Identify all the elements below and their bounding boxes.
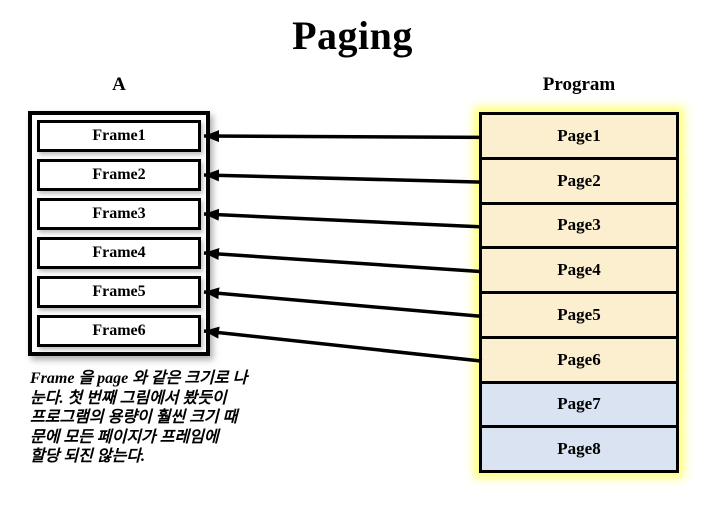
page-box: Page7 — [482, 383, 676, 429]
frame-label: Frame2 — [92, 166, 146, 183]
annotation-note: Frame 을 page 와 같은 크기로 나 눈다. 첫 번째 그림에서 봤듯… — [30, 369, 252, 467]
page-label: Page5 — [557, 304, 601, 324]
frame-box: Frame2 — [37, 159, 201, 191]
frame-label: Frame5 — [92, 283, 146, 300]
page-box: Page4 — [482, 249, 676, 294]
frame-label: Frame1 — [92, 127, 146, 144]
frame-label: Frame4 — [92, 244, 146, 261]
page-label: Page6 — [557, 349, 601, 369]
page-box: Page8 — [482, 428, 676, 470]
page-box: Page2 — [482, 159, 676, 205]
frame-label: Frame6 — [92, 322, 146, 339]
frame-box: Frame3 — [37, 198, 201, 230]
note-line: 프로그램의 용량이 훨씬 크기 때 — [30, 409, 238, 426]
page-box: Page1 — [482, 115, 676, 160]
program-pages-container: Page1 Page2 Page3 Page4 Page5 Page6 Page… — [479, 112, 679, 473]
page-label: Page7 — [557, 394, 601, 414]
page-label: Page4 — [557, 260, 601, 280]
page-title: Paging — [292, 13, 413, 58]
note-line: Frame 을 page 와 같은 크기로 나 — [30, 370, 248, 387]
page-label: Page1 — [557, 125, 601, 145]
memory-frames-container: Frame1 Frame2 Frame3 Frame4 Frame5 Frame… — [28, 111, 210, 356]
page-box: Page3 — [482, 204, 676, 250]
note-line: 문에 모든 페이지가 프레임에 — [30, 428, 219, 446]
page-label: Page8 — [557, 439, 601, 459]
frame-label: Frame3 — [92, 205, 146, 222]
frame-box: Frame6 — [37, 315, 201, 347]
page-label: Page2 — [557, 170, 601, 190]
frame-box: Frame4 — [37, 237, 201, 269]
program-column-label: Program — [542, 74, 616, 95]
page-label: Page3 — [557, 215, 601, 235]
page-box: Page5 — [482, 294, 676, 339]
page-box: Page6 — [482, 338, 676, 384]
frame-box: Frame1 — [37, 120, 201, 152]
frame-box: Frame5 — [37, 276, 201, 308]
note-line: 눈다. 첫 번째 그림에서 봤듯이 — [30, 389, 227, 407]
memory-column-label: A — [112, 74, 126, 95]
note-line: 할당 되진 않는다. — [30, 448, 146, 465]
